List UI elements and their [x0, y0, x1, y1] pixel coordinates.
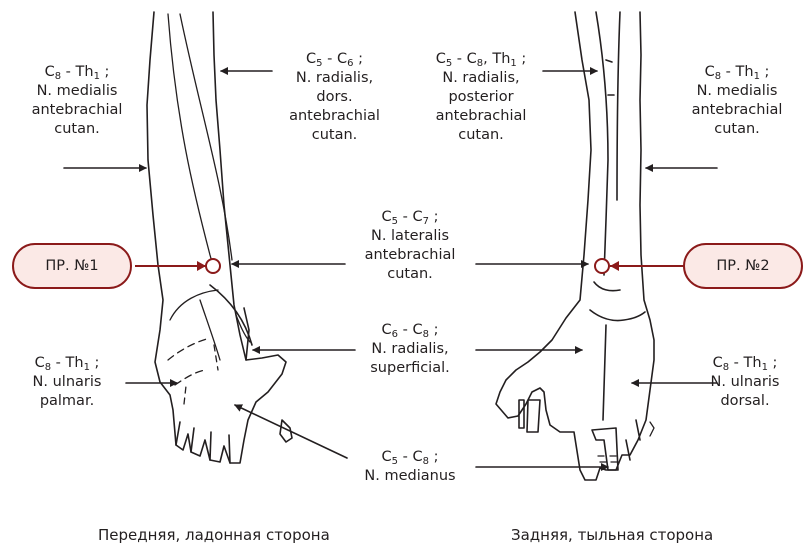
- label-back-radial-posterior: C5 - C8, Th1 ; N. radialis, posterior an…: [414, 50, 548, 145]
- label-back-medial-cutaneous: C8 - Th1 ; N. medialis antebrachial cuta…: [672, 63, 802, 139]
- label-medianus: C5 - C8 ; N. medianus: [345, 448, 475, 486]
- point-1-label: ПР. №1: [45, 258, 98, 274]
- caption-front-side: Передняя, ладонная сторона: [98, 526, 330, 544]
- point-1-circle: [206, 259, 220, 273]
- label-radial-superficial: C6 - C8 ; N. radialis, superficial.: [345, 321, 475, 378]
- label-front-radial-dorsal: C5 - C6 ; N. radialis, dors. antebrachia…: [272, 50, 397, 145]
- front-arm-outline: [147, 12, 292, 463]
- point-1-badge: ПР. №1: [12, 243, 132, 289]
- point-2-circle: [595, 259, 609, 273]
- label-lateral-cutaneous: C5 - C7 ; N. lateralis antebrachial cuta…: [340, 208, 480, 284]
- point-2-badge: ПР. №2: [683, 243, 803, 289]
- caption-back-side: Задняя, тыльная сторона: [511, 526, 713, 544]
- point-2-label: ПР. №2: [716, 258, 769, 274]
- label-back-ulnar-dorsal: C8 - Th1 ; N. ulnaris dorsal.: [690, 354, 800, 411]
- label-front-ulnar-palmar: C8 - Th1 ; N. ulnaris palmar.: [12, 354, 122, 411]
- label-front-medial-cutaneous: C8 - Th1 ; N. medialis antebrachial cuta…: [12, 63, 142, 139]
